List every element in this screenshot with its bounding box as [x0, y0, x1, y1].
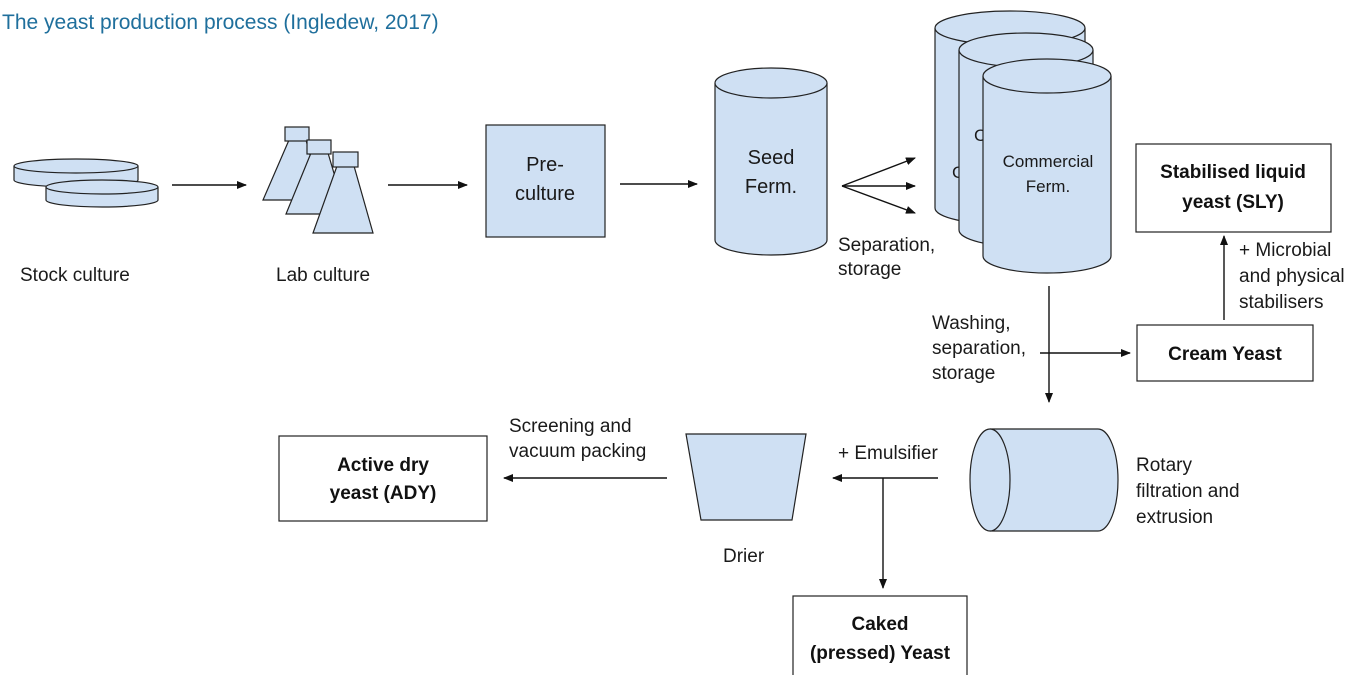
- stock-culture-label: Stock culture: [20, 265, 130, 286]
- hopper-icon: [685, 433, 807, 521]
- cream-yeast-box: [1136, 324, 1314, 382]
- separation-storage-label-line2: storage: [838, 259, 901, 280]
- ady-label-line2: yeast (ADY): [330, 483, 437, 504]
- drum-icon: [969, 428, 1119, 532]
- emulsifier-label: + Emulsifier: [838, 443, 938, 464]
- pre-culture-label-line2: culture: [515, 183, 575, 205]
- pre-culture-label-line1: Pre-: [526, 154, 564, 176]
- washing-label-line1: Washing,: [932, 313, 1011, 334]
- ady-label-line1: Active dry: [337, 455, 429, 476]
- sly-label-line2: yeast (SLY): [1182, 192, 1284, 213]
- caked-yeast-box: [792, 595, 968, 675]
- lab-culture-label: Lab culture: [276, 265, 370, 286]
- diagram-title: The yeast production process (Ingledew, …: [2, 11, 439, 34]
- screening-label-line2: vacuum packing: [509, 441, 646, 462]
- cream-yeast-label: Cream Yeast: [1168, 344, 1282, 365]
- commercial-ferm-label-line1: Commercial: [1003, 152, 1094, 171]
- ady-box: [278, 435, 488, 522]
- caked-yeast-label-line2: (pressed) Yeast: [810, 643, 951, 664]
- separation-storage-label-line1: Separation,: [838, 235, 935, 256]
- flask-icon: [262, 126, 374, 234]
- stabilisers-label-line1: + Microbial: [1239, 240, 1331, 261]
- screening-label-line1: Screening and: [509, 416, 632, 437]
- caked-yeast-label-line1: Caked: [851, 614, 908, 635]
- fan-arrows-seed-to-commercial: [841, 157, 916, 214]
- petri-dish-icon: [13, 158, 159, 208]
- rotary-label-line2: filtration and: [1136, 481, 1240, 502]
- washing-label-line2: separation,: [932, 338, 1026, 359]
- seed-ferm-label-line1: Seed: [748, 147, 795, 169]
- stabilisers-label-line3: stabilisers: [1239, 292, 1323, 313]
- commercial-ferm-label-line2: Ferm.: [1026, 177, 1070, 196]
- sly-box: [1135, 143, 1332, 233]
- rotary-label-line3: extrusion: [1136, 507, 1213, 528]
- washing-label-line3: storage: [932, 363, 995, 384]
- pre-culture-box: [485, 124, 606, 238]
- rotary-label-line1: Rotary: [1136, 455, 1192, 476]
- seed-ferm-label-line2: Ferm.: [745, 176, 797, 198]
- tank-icon: [714, 67, 828, 256]
- tank-icon: [982, 58, 1112, 274]
- drier-label: Drier: [723, 546, 765, 567]
- stabilisers-label-line2: and physical: [1239, 266, 1345, 287]
- sly-label-line1: Stabilised liquid: [1160, 162, 1306, 183]
